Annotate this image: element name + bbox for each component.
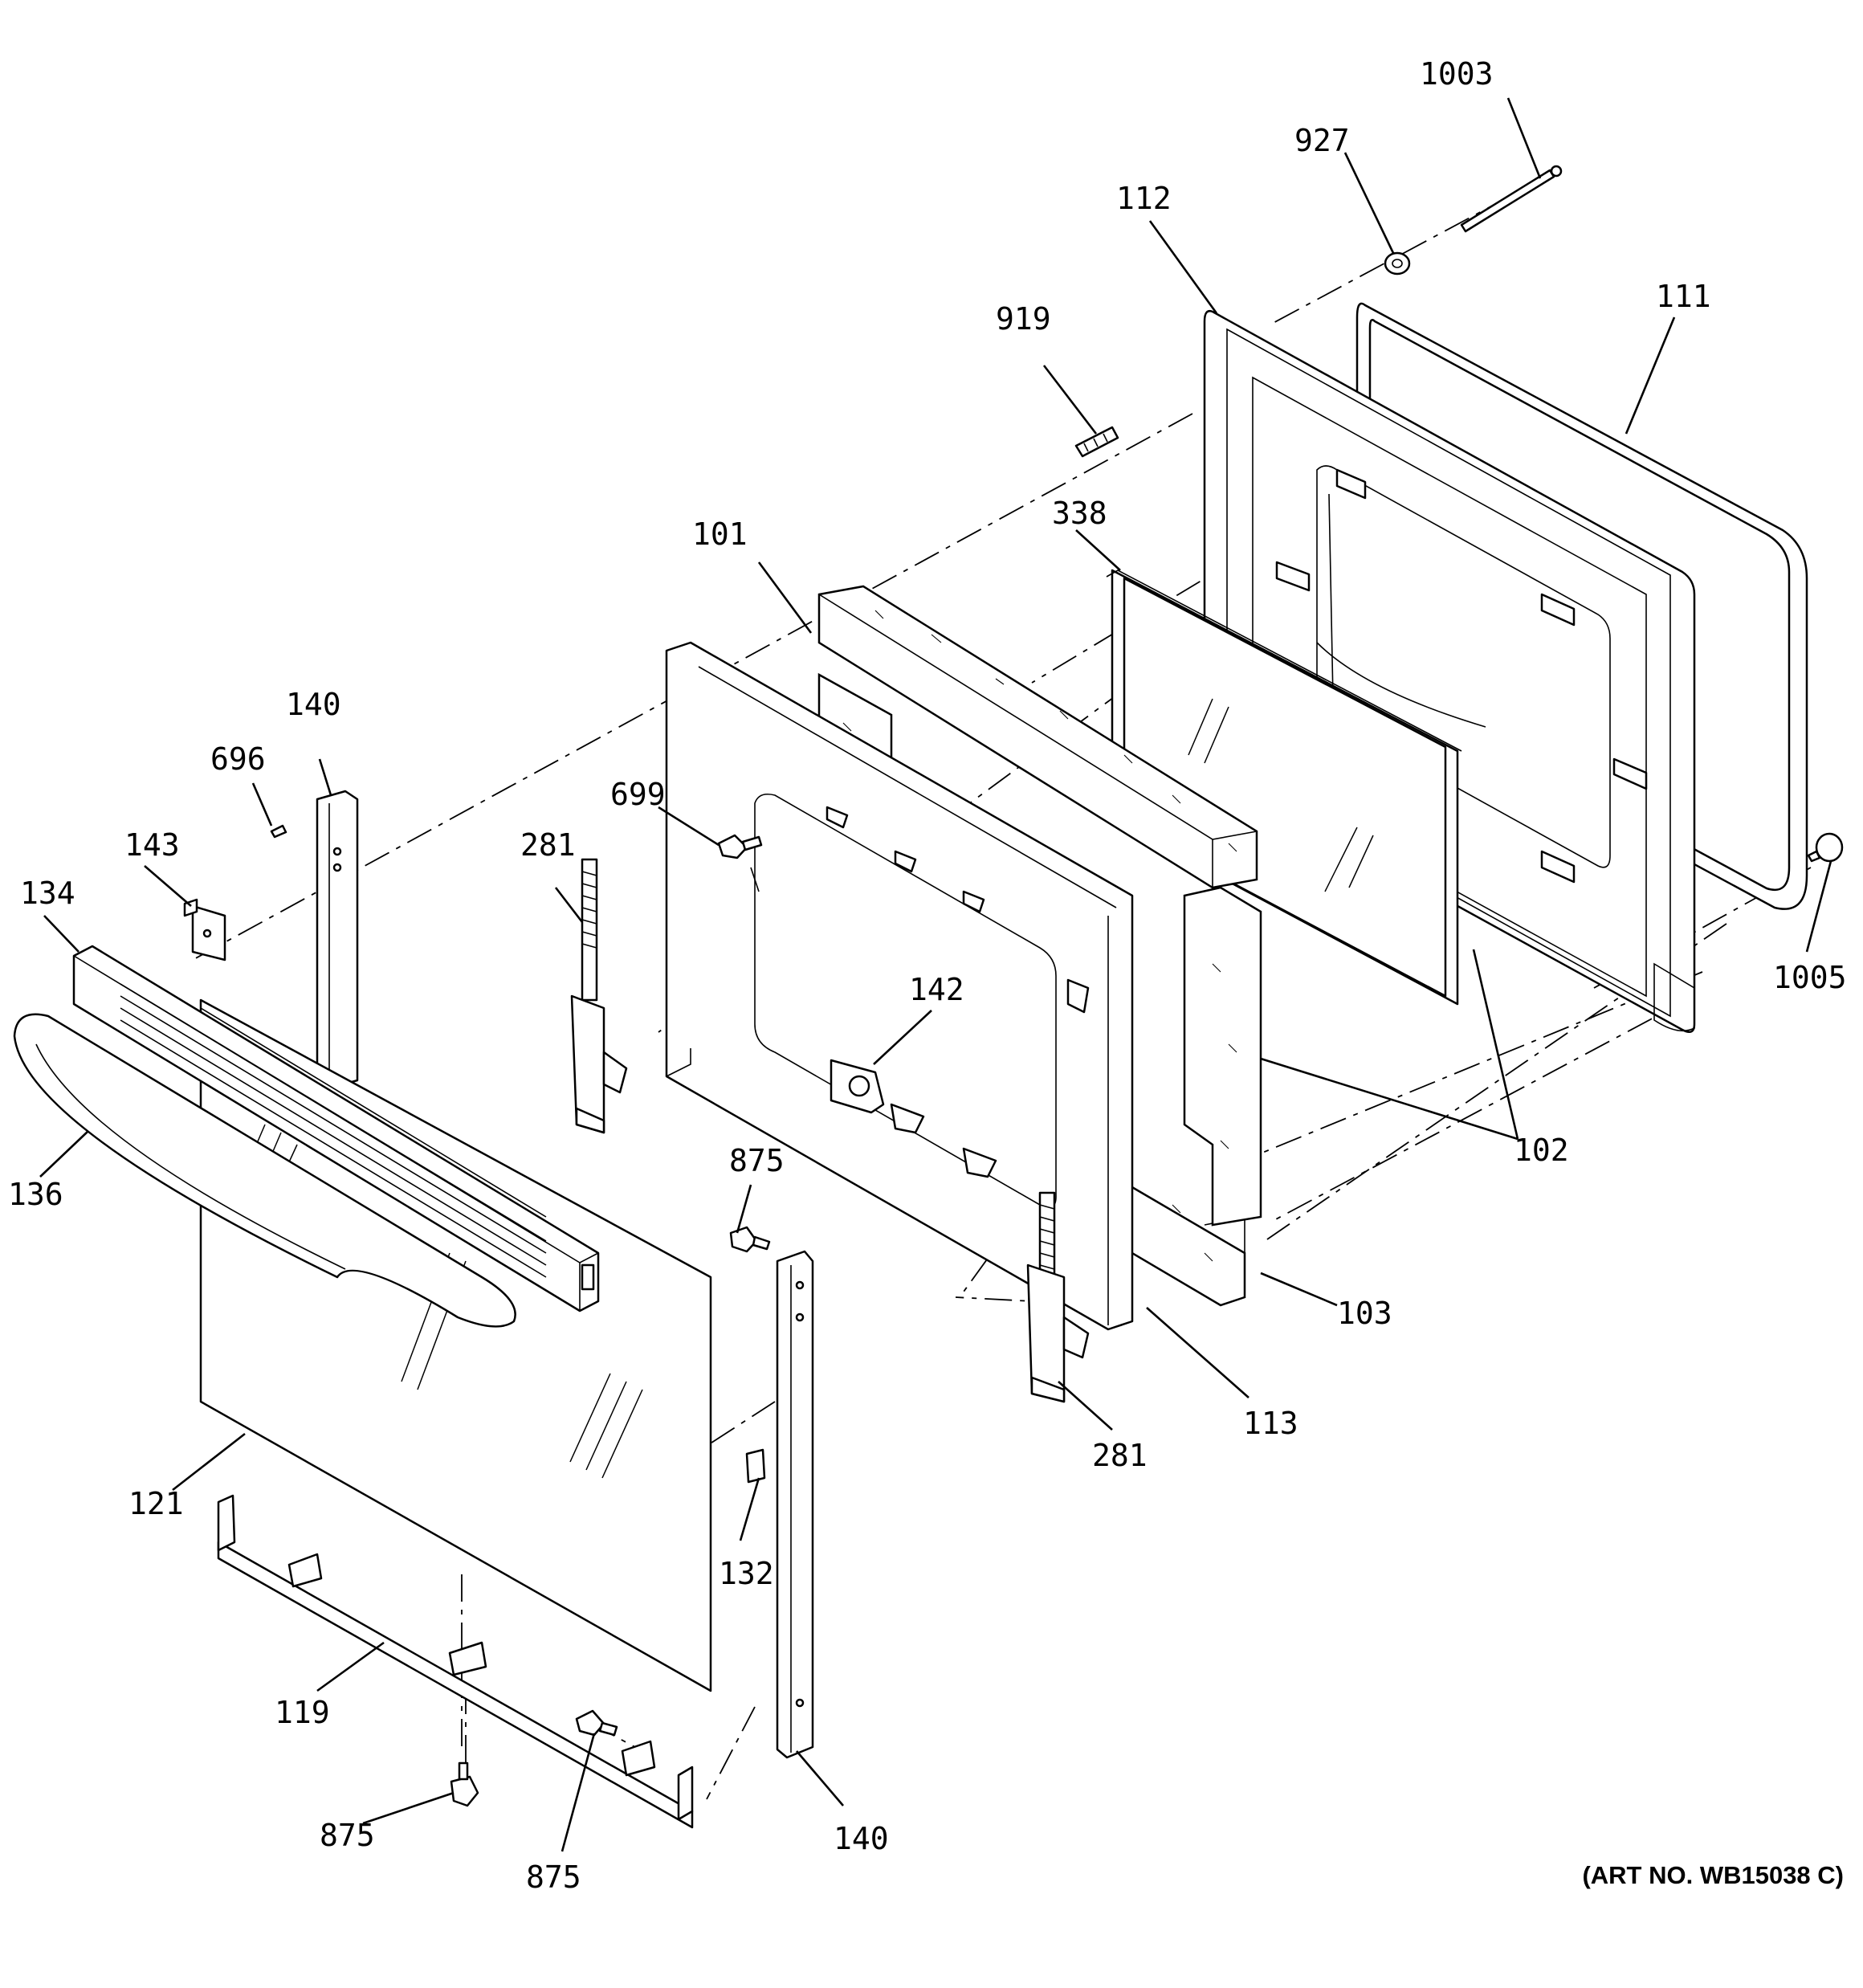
label-142: 142	[909, 972, 964, 1007]
lock-bracket-142	[830, 1059, 885, 1114]
label-696: 696	[210, 741, 266, 777]
label-875-bottom: 875	[526, 1859, 581, 1895]
bottom-trim-119	[217, 1494, 694, 1829]
label-281-bottom: 281	[1092, 1438, 1148, 1473]
label-112: 112	[1116, 181, 1172, 216]
vent-trim-134	[72, 945, 600, 1312]
label-875-bottom-left: 875	[320, 1818, 375, 1853]
screw-696	[270, 824, 287, 839]
screw-1005	[1807, 832, 1844, 863]
leader-lines	[39, 97, 1832, 1852]
label-102: 102	[1514, 1133, 1569, 1168]
label-927: 927	[1294, 123, 1350, 158]
label-132: 132	[719, 1556, 774, 1591]
label-1003: 1003	[1420, 56, 1494, 92]
label-119: 119	[275, 1695, 330, 1730]
label-101: 101	[692, 516, 748, 552]
side-trim-140-top	[316, 790, 359, 1090]
label-281-top: 281	[520, 827, 576, 863]
part-labels: 1003 927 112 111 919 338 101 140 696 699…	[8, 56, 1847, 1895]
inner-door-panel-112	[1203, 310, 1696, 1034]
label-121: 121	[128, 1486, 184, 1521]
screw-875-bottom	[450, 1761, 479, 1807]
art-number: (ART NO. WB15038 C)	[1582, 1861, 1844, 1889]
door-liner-113	[665, 641, 1134, 1331]
screw-699	[717, 834, 763, 859]
screw-1003	[1460, 165, 1563, 233]
hinge-281-left	[570, 858, 628, 1134]
label-699: 699	[610, 777, 666, 812]
label-875-top: 875	[729, 1143, 785, 1178]
label-136: 136	[8, 1177, 63, 1212]
label-113: 113	[1243, 1406, 1298, 1441]
inner-glass-338	[1106, 569, 1462, 1006]
label-134: 134	[20, 876, 75, 911]
side-trim-140-bottom	[776, 1250, 814, 1759]
screw-875-mid	[575, 1709, 618, 1737]
label-111: 111	[1656, 279, 1711, 314]
label-1005: 1005	[1773, 960, 1847, 995]
washer-927	[1384, 251, 1411, 276]
label-140-top: 140	[286, 687, 341, 722]
label-338: 338	[1052, 496, 1107, 531]
label-140-bottom: 140	[834, 1821, 889, 1856]
hinge-281-right	[1026, 1191, 1090, 1403]
label-103: 103	[1337, 1296, 1392, 1331]
screw-875-top	[729, 1226, 771, 1253]
clip-132	[745, 1448, 766, 1484]
bracket-143	[183, 898, 226, 961]
door-handle-136	[13, 1013, 516, 1328]
label-919: 919	[996, 301, 1051, 337]
pin-919	[1074, 426, 1119, 458]
label-143: 143	[124, 827, 180, 863]
